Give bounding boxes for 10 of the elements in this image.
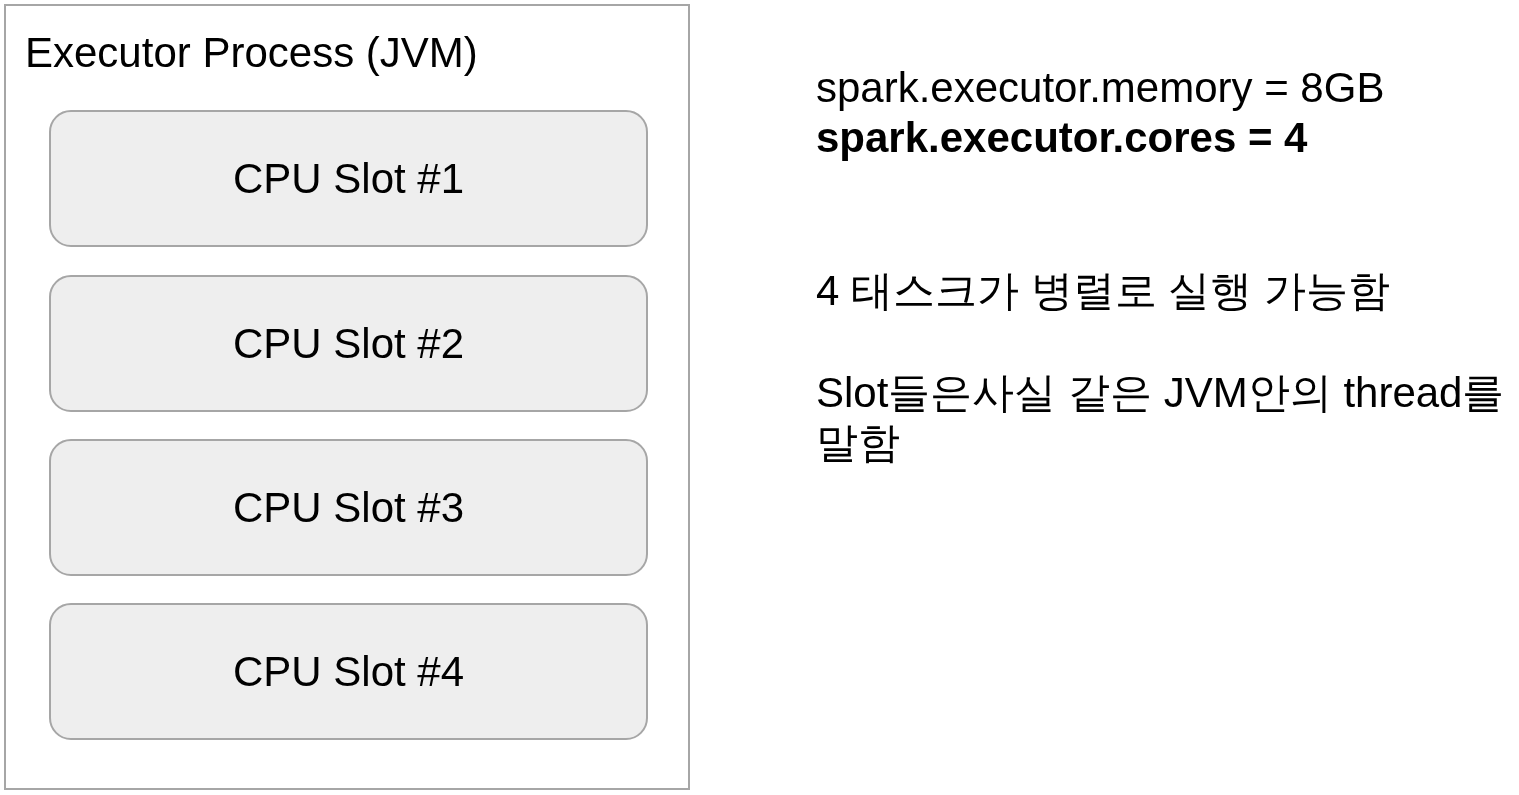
slot-box: CPU Slot #1 (49, 110, 648, 247)
config-text: spark.executor.memory = 8GB (816, 63, 1385, 113)
note-text: Slot들은사실 같은 JVM안의 thread를 말함 (816, 368, 1506, 468)
group-title: Executor Process (JVM) (25, 28, 478, 78)
config-text: spark.executor.cores = 4 (816, 113, 1308, 163)
slot-box: CPU Slot #2 (49, 275, 648, 412)
slot-box: CPU Slot #3 (49, 439, 648, 576)
slot-box: CPU Slot #4 (49, 603, 648, 740)
process-box (4, 4, 690, 790)
note-text: 4 태스크가 병렬로 실행 가능함 (816, 266, 1391, 316)
